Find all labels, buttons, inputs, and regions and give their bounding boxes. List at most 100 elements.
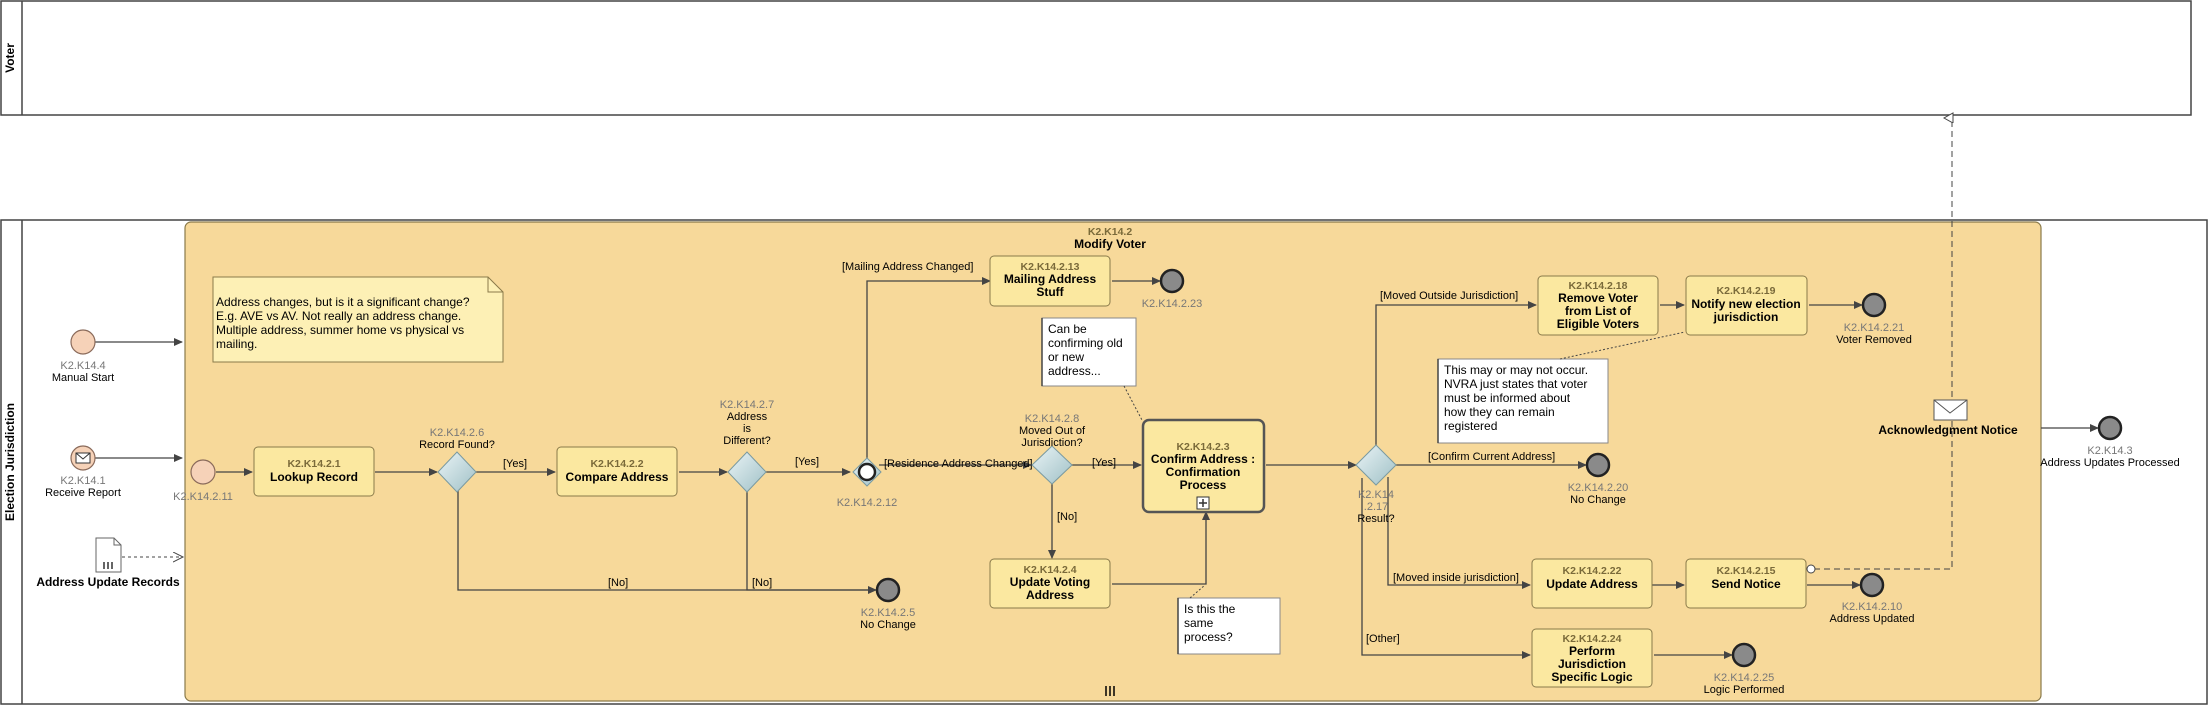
receive-report-event[interactable]: K2.K14.1 Receive Report: [45, 445, 121, 499]
flow-label-yes-3: [Yes]: [1092, 457, 1116, 469]
flow-label-other: [Other]: [1366, 633, 1400, 645]
subprocess-marker-icon: [1105, 686, 1115, 696]
svg-text:Address Update Records: Address Update Records: [36, 575, 180, 589]
svg-text:Update Address: Update Address: [1546, 577, 1638, 591]
gateway-moved-out[interactable]: K2.K14.2.8 Moved Out of Jurisdiction?: [1019, 413, 1086, 485]
end-event-2-23[interactable]: K2.K14.2.23: [1142, 268, 1203, 310]
end-event-no-change-20[interactable]: K2.K14.2.20 No Change: [1568, 452, 1629, 506]
svg-text:K2.K14.2.15: K2.K14.2.15: [1717, 565, 1776, 577]
svg-text:.2.17: .2.17: [1364, 501, 1388, 513]
task-perform-logic[interactable]: K2.K14.2.24 Perform Jurisdiction Specifi…: [1531, 628, 1653, 688]
svg-text:from List of: from List of: [1565, 304, 1632, 318]
end-event-updates-processed[interactable]: K2.K14.3 Address Updates Processed: [2040, 415, 2180, 469]
svg-text:Perform: Perform: [1569, 644, 1615, 658]
svg-text:Confirmation: Confirmation: [1166, 465, 1241, 479]
flow-labels: [Yes] [Yes] [Yes] [No] [No] [No] [Mailin…: [503, 261, 1555, 645]
flow-label-no-1: [No]: [608, 577, 628, 589]
end-event-no-change-5[interactable]: K2.K14.2.5 No Change: [860, 577, 916, 631]
svg-text:Multiple address, summer home: Multiple address, summer home vs physica…: [216, 323, 464, 337]
svg-text:No Change: No Change: [860, 619, 916, 631]
gateway-record-found[interactable]: K2.K14.2.6 Record Found?: [419, 427, 495, 493]
intermediate-event[interactable]: K2.K14.2.12: [837, 457, 898, 509]
address-update-records[interactable]: Address Update Records: [36, 537, 180, 589]
end-event-voter-removed[interactable]: K2.K14.2.21 Voter Removed: [1836, 292, 1912, 346]
svg-text:Address Updated: Address Updated: [1830, 613, 1915, 625]
svg-text:K2.K14.2.11: K2.K14.2.11: [173, 491, 233, 503]
flow-label-residence: [Residence Address Changed]: [884, 458, 1033, 470]
svg-text:Receive Report: Receive Report: [45, 487, 121, 499]
svg-text:K2.K14.2.22: K2.K14.2.22: [1563, 565, 1622, 577]
task-confirm-address[interactable]: K2.K14.2.3 Confirm Address : Confirmatio…: [1141, 418, 1266, 514]
task-update-address[interactable]: K2.K14.2.22 Update Address: [1531, 558, 1653, 609]
svg-text:Address: Address: [1026, 588, 1074, 602]
svg-text:K2.K14.2.7: K2.K14.2.7: [720, 399, 774, 411]
svg-text:Manual Start: Manual Start: [52, 372, 114, 384]
svg-text:K2.K14.2.4: K2.K14.2.4: [1023, 564, 1076, 576]
flow-label-confirm-current: [Confirm Current Address]: [1428, 451, 1555, 463]
svg-text:K2.K14: K2.K14: [1358, 489, 1394, 501]
svg-text:Update Voting: Update Voting: [1010, 575, 1090, 589]
svg-text:Logic Performed: Logic Performed: [1704, 684, 1785, 696]
svg-text:K2.K14.2.18: K2.K14.2.18: [1569, 280, 1628, 292]
flow-label-moved-inside: [Moved inside jurisdiction]: [1393, 572, 1519, 584]
task-update-voting-address[interactable]: K2.K14.2.4 Update Voting Address: [989, 558, 1111, 609]
svg-text:same: same: [1184, 616, 1214, 630]
svg-text:K2.K14.2.25: K2.K14.2.25: [1714, 672, 1775, 684]
svg-text:No Change: No Change: [1570, 494, 1626, 506]
task-remove-voter[interactable]: K2.K14.2.18 Remove Voter from List of El…: [1537, 275, 1659, 336]
gateway-result[interactable]: K2.K14 .2.17 Result?: [1355, 444, 1397, 525]
svg-text:Different?: Different?: [723, 435, 771, 447]
svg-text:This may or may not occur.: This may or may not occur.: [1444, 363, 1588, 377]
svg-text:K2.K14.2.1: K2.K14.2.1: [287, 458, 340, 470]
flow-label-no-3: [No]: [1057, 511, 1077, 523]
svg-text:K2.K14.2.13: K2.K14.2.13: [1021, 261, 1080, 273]
task-send-notice[interactable]: K2.K14.2.15 Send Notice: [1685, 558, 1807, 609]
svg-text:jurisdiction: jurisdiction: [1713, 310, 1779, 324]
svg-text:registered: registered: [1444, 419, 1497, 433]
task-compare-address[interactable]: K2.K14.2.2 Compare Address: [556, 446, 678, 497]
svg-text:K2.K14.2.8: K2.K14.2.8: [1025, 413, 1079, 425]
svg-text:Address Updates Processed: Address Updates Processed: [2040, 457, 2179, 469]
acknowledgment-notice-message[interactable]: Acknowledgment Notice: [1878, 399, 2018, 437]
task-mailing-address-stuff[interactable]: K2.K14.2.13 Mailing Address Stuff: [989, 255, 1111, 307]
svg-text:K2.K14.2.10: K2.K14.2.10: [1842, 601, 1903, 613]
svg-text:K2.K14.2.3: K2.K14.2.3: [1176, 441, 1229, 453]
svg-text:Confirm Address :: Confirm Address :: [1151, 452, 1255, 466]
jurisdiction-lane-label: Election Jurisdiction: [3, 403, 17, 521]
end-event-logic-performed[interactable]: K2.K14.2.25 Logic Performed: [1704, 642, 1785, 696]
svg-text:Process: Process: [1180, 478, 1227, 492]
svg-text:Eligible Voters: Eligible Voters: [1557, 317, 1640, 331]
svg-text:Lookup Record: Lookup Record: [270, 470, 358, 484]
svg-text:Record Found?: Record Found?: [419, 439, 495, 451]
svg-text:K2.K14.2.2: K2.K14.2.2: [590, 458, 643, 470]
svg-text:Jurisdiction: Jurisdiction: [1558, 657, 1626, 671]
gateway-address-different[interactable]: K2.K14.2.7 Address is Different?: [720, 399, 774, 493]
svg-text:K2.K14.2.19: K2.K14.2.19: [1717, 285, 1776, 297]
voter-pool: Voter: [0, 0, 2192, 116]
note-confirming: Can be confirming old or new address...: [1041, 317, 1143, 421]
svg-text:Mailing Address: Mailing Address: [1004, 272, 1097, 286]
svg-text:Address: Address: [727, 411, 768, 423]
svg-text:Can be: Can be: [1048, 322, 1087, 336]
flow-label-no-2: [No]: [752, 577, 772, 589]
svg-text:K2.K14.2.5: K2.K14.2.5: [861, 607, 915, 619]
svg-text:must be informed about: must be informed about: [1444, 391, 1571, 405]
svg-text:K2.K14.2.6: K2.K14.2.6: [430, 427, 484, 439]
subprocess-start-event[interactable]: K2.K14.2.11: [173, 459, 233, 503]
task-notify-jurisdiction[interactable]: K2.K14.2.19 Notify new election jurisdic…: [1685, 275, 1808, 336]
flow-label-yes-2: [Yes]: [795, 456, 819, 468]
envelope-icon: [75, 452, 91, 464]
note-nvra: This may or may not occur. NVRA just sta…: [1437, 331, 1686, 444]
manual-start-event[interactable]: K2.K14.4 Manual Start: [52, 329, 114, 384]
svg-text:Is this the: Is this the: [1184, 602, 1236, 616]
svg-text:E.g. AVE vs AV. Not really an: E.g. AVE vs AV. Not really an address ch…: [216, 309, 461, 323]
task-lookup-record[interactable]: K2.K14.2.1 Lookup Record: [253, 446, 375, 497]
svg-text:NVRA just states that voter: NVRA just states that voter: [1444, 377, 1587, 391]
svg-text:or new: or new: [1048, 350, 1084, 364]
svg-text:process?: process?: [1184, 630, 1233, 644]
svg-text:Jurisdiction?: Jurisdiction?: [1021, 437, 1082, 449]
svg-text:is: is: [743, 423, 751, 435]
end-event-address-updated[interactable]: K2.K14.2.10 Address Updated: [1830, 572, 1915, 625]
svg-text:Compare Address: Compare Address: [566, 470, 669, 484]
note-same-process: Is this the same process?: [1177, 584, 1281, 655]
